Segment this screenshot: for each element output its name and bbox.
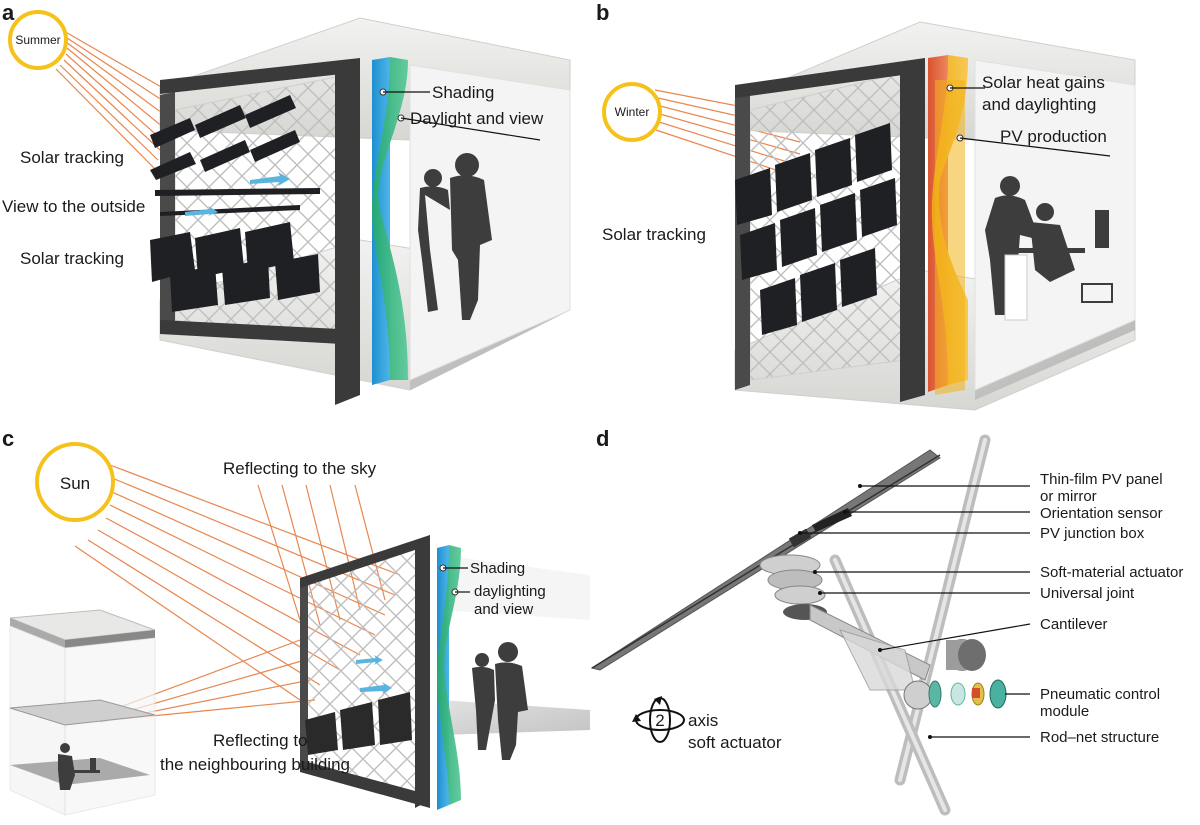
panel-a-flow-arrow-2 <box>185 206 218 216</box>
panel-d: d <box>590 426 1183 816</box>
label-shading-c-2: daylighting <box>474 583 546 600</box>
axis-label-1: axis <box>688 711 718 730</box>
panel-a-sun-rays <box>55 29 171 171</box>
axis-number: 2 <box>655 711 664 730</box>
panel-c-sun-icon <box>35 442 115 522</box>
two-axis-icon <box>632 696 685 743</box>
label-solar-tracking-b: Solar tracking <box>602 225 706 244</box>
panel-c-facade <box>300 535 590 808</box>
label-solar-tracking-top: Solar tracking <box>20 148 124 167</box>
label-cantilever: Cantilever <box>1040 616 1108 633</box>
label-pneumatic-1: Pneumatic control <box>1040 686 1160 703</box>
label-shading: Shading <box>432 83 494 102</box>
label-soft-actuator: Soft-material actuator <box>1040 564 1183 581</box>
label-solar-tracking-bottom: Solar tracking <box>20 249 124 268</box>
panel-c-letter: c <box>2 426 14 451</box>
panel-a-sun-icon <box>8 10 68 70</box>
panel-a-letter: a <box>2 0 15 25</box>
label-pv-production: PV production <box>1000 127 1107 146</box>
panel-b-letter: b <box>596 0 609 25</box>
panel-b-pv-array <box>735 123 897 335</box>
panel-d-letter: d <box>596 426 609 451</box>
actuator-assembly <box>590 434 1007 816</box>
panel-b-office-silhouette <box>985 176 1113 321</box>
label-heat-gains-2: and daylighting <box>982 95 1096 114</box>
panel-a-daylight-band <box>372 57 408 380</box>
panel-c-daylight-band <box>437 545 461 805</box>
label-pv-panel-2: or mirror <box>1040 488 1097 505</box>
label-pneumatic-2: module <box>1040 703 1089 720</box>
label-shading-c-3: and view <box>474 601 533 618</box>
label-junction-box: PV junction box <box>1040 525 1145 542</box>
label-shading-c-1: Shading <box>470 560 525 577</box>
label-universal-joint: Universal joint <box>1040 585 1135 602</box>
label-orientation-sensor: Orientation sensor <box>1040 505 1163 522</box>
panel-b-sun-icon <box>602 82 662 142</box>
label-reflect-sky: Reflecting to the sky <box>223 459 377 478</box>
panel-a-flow-arrow <box>250 172 290 186</box>
label-view-outside: View to the outside <box>2 197 145 216</box>
panel-b: b Winter <box>596 0 1136 411</box>
label-daylight-view: Daylight and view <box>410 109 544 128</box>
label-rod-net: Rod–net structure <box>1040 729 1159 746</box>
panel-a-people-silhouette <box>418 153 492 320</box>
panel-a-pv-array <box>150 95 320 312</box>
label-reflect-neighbour-1: Reflecting to <box>213 731 308 750</box>
panel-a-sun-label: Summer <box>15 33 60 47</box>
panel-c-people-silhouette <box>472 642 528 760</box>
label-pv-panel-1: Thin-film PV panel <box>1040 471 1163 488</box>
neighbouring-building <box>9 609 156 816</box>
panel-c: c Sun <box>2 426 590 816</box>
label-heat-gains-1: Solar heat gains <box>982 73 1105 92</box>
panel-a: a Summer <box>2 0 571 405</box>
panel-b-sun-label: Winter <box>615 105 650 119</box>
panel-c-sun-label: Sun <box>60 474 90 493</box>
axis-label-2: soft actuator <box>688 733 782 752</box>
leader-lines <box>798 484 1031 739</box>
label-reflect-neighbour-2: the neighbouring building <box>160 755 350 774</box>
